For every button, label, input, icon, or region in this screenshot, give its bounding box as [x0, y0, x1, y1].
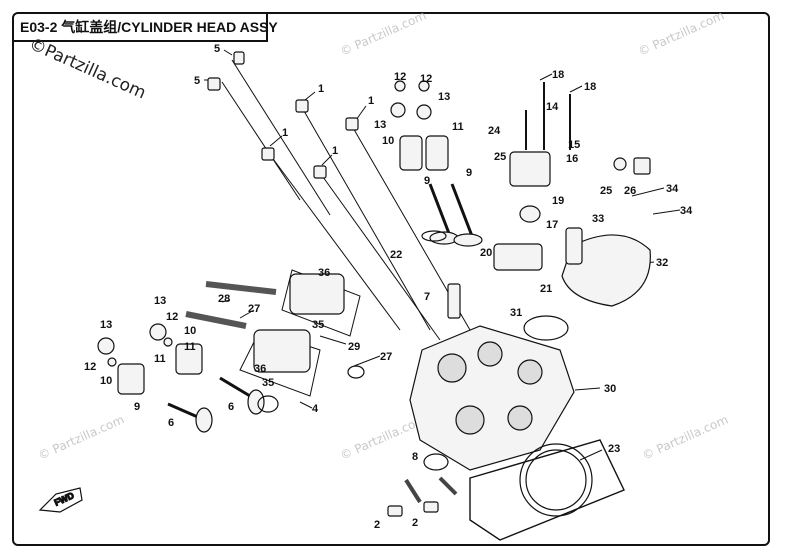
coolant-pipe	[565, 227, 583, 265]
callout-16: 16	[566, 153, 578, 165]
callout-7: 7	[424, 291, 430, 303]
callout-10: 10	[184, 325, 196, 337]
callout-11: 11	[184, 341, 196, 353]
callout-13: 13	[438, 91, 450, 103]
callout-30: 30	[604, 383, 616, 395]
bolt-head-1d	[313, 165, 327, 179]
callout-27: 27	[380, 351, 392, 363]
callout-28: 28	[218, 293, 230, 305]
callout-31: 31	[510, 307, 522, 319]
bolt-head-1c	[261, 147, 275, 161]
thermostat	[519, 205, 541, 223]
valve-head-b	[453, 233, 483, 247]
temp-sensor	[633, 157, 651, 175]
exhaust-gasket-a	[257, 395, 279, 413]
callout-25: 25	[494, 151, 506, 163]
callout-11: 11	[154, 353, 166, 365]
callout-labels: 1 1 1 1 2 2 4 5 5 6 6 7 8 9 9 9 10 10 10…	[84, 43, 693, 531]
rocker-arm-assy-upper	[289, 273, 345, 315]
part-shapes: FWD	[38, 51, 651, 541]
callout-25: 25	[600, 185, 612, 197]
intake-manifold	[561, 234, 651, 307]
bolt-head-5a	[233, 51, 245, 65]
stud-nut-a	[387, 505, 403, 517]
callout-34: 34	[666, 183, 679, 195]
fwd-arrow-icon: FWD	[38, 487, 83, 513]
callout-9: 9	[466, 167, 472, 179]
callout-13: 13	[374, 119, 386, 131]
callout-24: 24	[488, 125, 501, 137]
callout-19: 19	[552, 195, 564, 207]
callout-11: 11	[452, 121, 464, 133]
callout-9: 9	[424, 175, 430, 187]
callout-13: 13	[100, 319, 112, 331]
callout-23: 23	[608, 443, 620, 455]
callout-12: 12	[166, 311, 178, 323]
callout-10: 10	[100, 375, 112, 387]
valve-head-c	[195, 407, 213, 433]
callout-36: 36	[254, 363, 266, 375]
valve-spring-upper-a	[399, 135, 423, 171]
callout-34: 34	[680, 205, 693, 217]
callout-21: 21	[540, 283, 552, 295]
callout-22: 22	[390, 249, 402, 261]
callout-1: 1	[318, 83, 324, 95]
tensioner-housing	[493, 243, 543, 271]
callout-6: 6	[168, 417, 174, 429]
valve-spring-lower-a	[117, 363, 145, 395]
diagram-title: E03-2 气缸盖组/CYLINDER HEAD ASSY	[14, 14, 278, 42]
callout-26: 26	[624, 185, 636, 197]
bolt-head-1a	[295, 99, 309, 113]
callout-18: 18	[552, 69, 564, 81]
diagram-code: E03-2	[20, 19, 58, 35]
valve-spring-upper-b	[425, 135, 449, 171]
callout-17: 17	[546, 219, 558, 231]
callout-4: 4	[312, 403, 319, 415]
callout-1: 1	[368, 95, 374, 107]
spark-plug	[447, 283, 461, 319]
callout-6: 6	[228, 401, 234, 413]
exhaust-gasket-c	[423, 453, 449, 471]
callout-27: 27	[248, 303, 260, 315]
callout-8: 8	[412, 451, 418, 463]
callout-35: 35	[262, 377, 274, 389]
callout-15: 15	[568, 139, 580, 151]
callout-29: 29	[348, 341, 360, 353]
callout-2: 2	[412, 517, 418, 529]
callout-1: 1	[332, 145, 338, 157]
rocker-arm-assy-lower	[253, 329, 311, 373]
callout-14: 14	[546, 101, 559, 113]
callout-12: 12	[84, 361, 96, 373]
callout-13: 13	[154, 295, 166, 307]
exhaust-gasket-b	[347, 365, 365, 379]
callout-12: 12	[420, 73, 432, 85]
callout-12: 12	[394, 71, 406, 83]
callout-9: 9	[134, 401, 140, 413]
callout-32: 32	[656, 257, 668, 269]
diagram-title-text: 气缸盖组/CYLINDER HEAD ASSY	[61, 19, 278, 35]
diagram-frame	[12, 12, 770, 546]
bolt-head-5b	[207, 77, 221, 91]
intake-o-ring	[523, 315, 569, 341]
callout-18: 18	[584, 81, 596, 93]
callout-35: 35	[312, 319, 324, 331]
stud-nut-b	[423, 501, 439, 513]
callout-33: 33	[592, 213, 604, 225]
callout-20: 20	[480, 247, 492, 259]
sensor-washer	[613, 157, 627, 171]
callout-10: 10	[382, 135, 394, 147]
callout-5: 5	[214, 43, 220, 55]
bolt-head-1b	[345, 117, 359, 131]
callout-5: 5	[194, 75, 200, 87]
callout-36: 36	[318, 267, 330, 279]
valve-spring-lower-b	[175, 343, 203, 375]
tensioner-body	[509, 151, 551, 187]
exhaust-gasket-d	[421, 230, 447, 242]
callout-1: 1	[282, 127, 288, 139]
callout-2: 2	[374, 519, 380, 531]
